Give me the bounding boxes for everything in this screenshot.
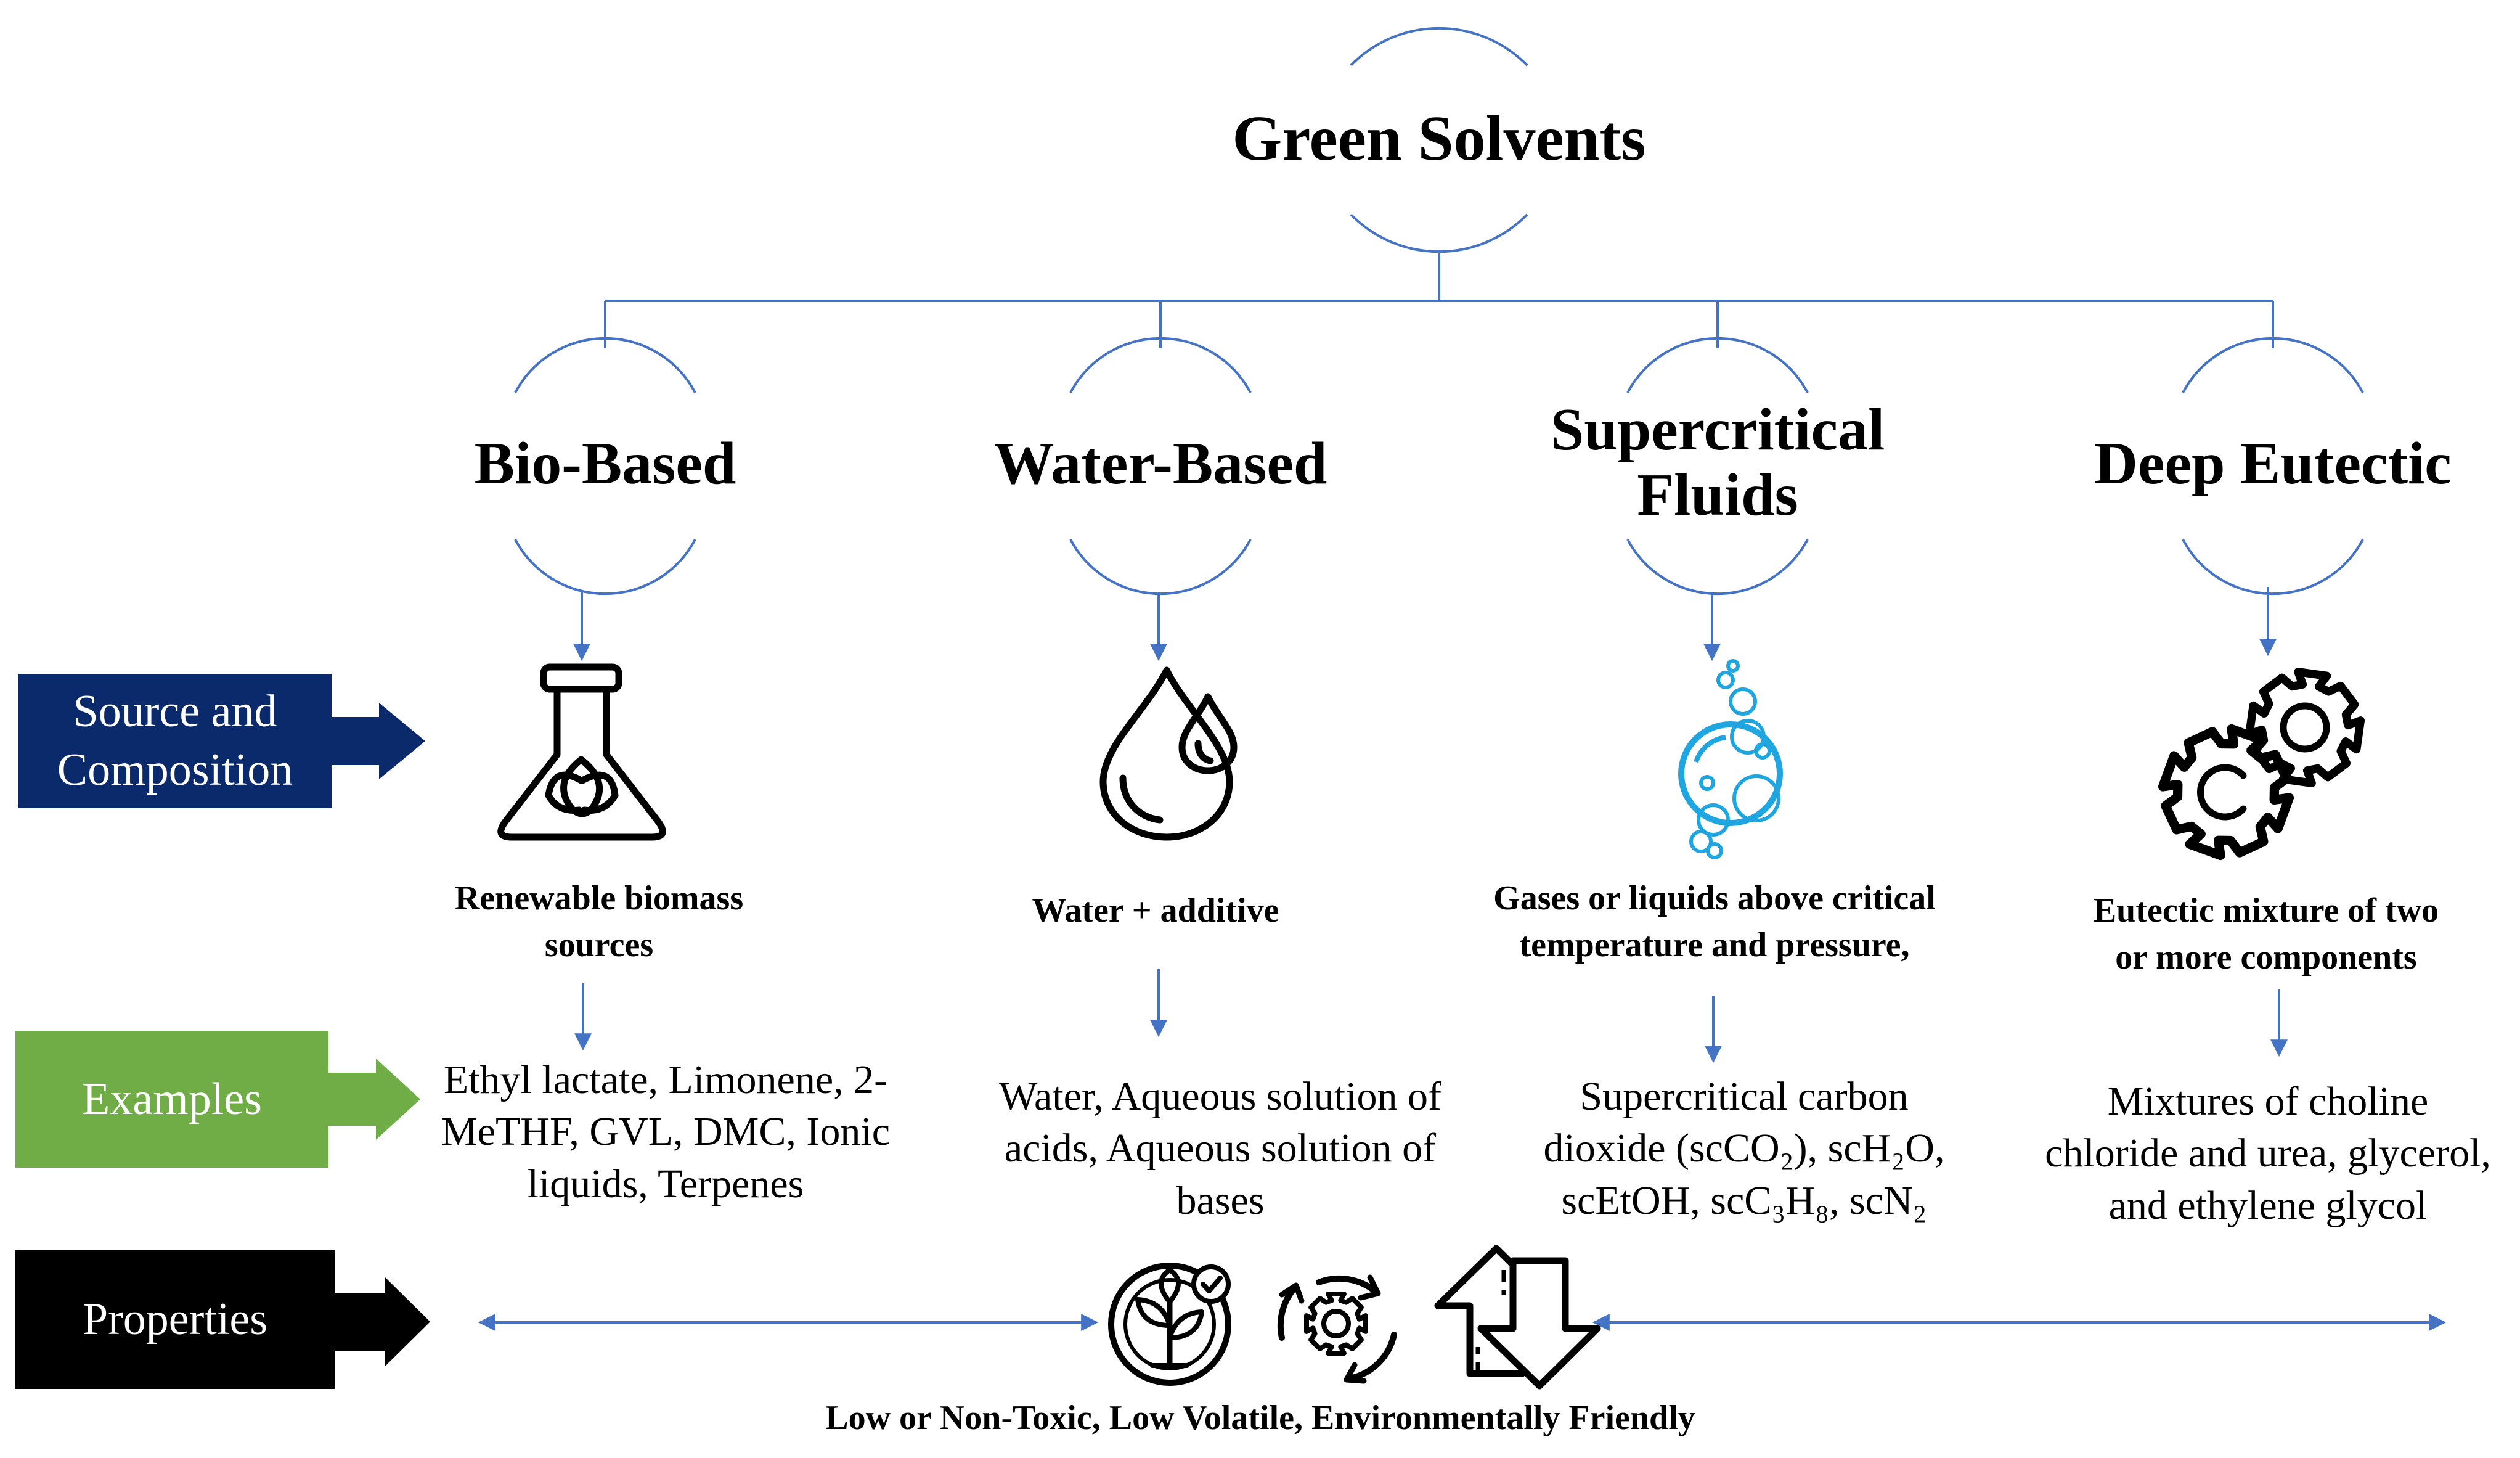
recycle-gear-icon bbox=[1277, 1274, 1397, 1384]
properties-caption: Low or Non-Toxic, Low Volatile, Environm… bbox=[825, 1399, 1695, 1437]
water-arc-top bbox=[1069, 337, 1252, 393]
category-name-supercritical-fluids: Supercritical Fluids bbox=[1502, 396, 1933, 528]
example-line: Ethyl lactate, Limonene, 2- bbox=[443, 1057, 888, 1102]
examples-label: Examples bbox=[15, 1031, 328, 1168]
bio-arc-bottom bbox=[514, 539, 696, 596]
example-line: and ethylene glycol bbox=[2108, 1182, 2428, 1228]
tree-connector bbox=[604, 250, 2274, 348]
category-name-deep-eutectic: Deep Eutectic bbox=[2057, 430, 2489, 497]
source-line: sources bbox=[544, 925, 654, 964]
example-line: chloride and urea, glycerol, bbox=[2045, 1131, 2491, 1176]
category-name-line: Bio-Based bbox=[474, 430, 736, 497]
supercritical-arc-top bbox=[1626, 337, 1809, 393]
category-name-water-based: Water-Based bbox=[945, 430, 1376, 497]
up-down-arrows-icon bbox=[1434, 1245, 1601, 1390]
source-line: or more components bbox=[2115, 938, 2417, 977]
label-line: Examples bbox=[82, 1073, 262, 1124]
properties-label-shape bbox=[15, 1250, 430, 1389]
source-line: Eutectic mixture of two bbox=[2093, 891, 2439, 930]
flask-with-leaves-icon bbox=[497, 663, 666, 841]
source-line: Water + additive bbox=[1032, 891, 1279, 930]
example-line: scEtOH, scC₃H₈, scN₂ bbox=[1561, 1177, 1927, 1223]
label-line: Properties bbox=[82, 1293, 268, 1345]
label-line: Composition bbox=[57, 745, 293, 795]
examples-text-deep-eutectic: Mixtures of choline chloride and urea, g… bbox=[2028, 1076, 2508, 1232]
example-line: acids, Aqueous solution of bbox=[1004, 1126, 1437, 1171]
source-text-supercritical-fluids: Gases or liquids above critical temperat… bbox=[1437, 875, 1992, 969]
down-arrows bbox=[573, 587, 2288, 1063]
source-composition-label: Source and Composition bbox=[18, 674, 332, 808]
source-line: Gases or liquids above critical bbox=[1493, 879, 1936, 917]
eutectic-arc-top bbox=[2182, 337, 2364, 393]
example-line: MeTHF, GVL, DMC, Ionic bbox=[441, 1109, 890, 1155]
properties-label: Properties bbox=[15, 1250, 335, 1389]
diagram-title: Green Solvents bbox=[1232, 103, 1646, 174]
example-line: bases bbox=[1176, 1177, 1265, 1223]
bubbles-icon bbox=[1678, 659, 1783, 859]
supercritical-arc-bottom bbox=[1626, 539, 1809, 596]
source-line: Renewable biomass bbox=[454, 879, 744, 917]
title-arc-top bbox=[1350, 27, 1528, 67]
title-arc-bottom bbox=[1350, 213, 1528, 253]
example-line: Water, Aqueous solution of bbox=[999, 1074, 1441, 1119]
label-line: Source and bbox=[73, 686, 277, 737]
source-text-deep-eutectic: Eutectic mixture of two or more componen… bbox=[2020, 888, 2513, 981]
source-label-shape bbox=[18, 674, 425, 808]
examples-text-bio-based: Ethyl lactate, Limonene, 2- MeTHF, GVL, … bbox=[407, 1054, 924, 1210]
category-arcs bbox=[514, 337, 2364, 596]
category-name-line: Fluids bbox=[1637, 461, 1798, 528]
source-text-bio-based: Renewable biomass sources bbox=[383, 875, 815, 969]
water-arc-bottom bbox=[1069, 539, 1252, 596]
example-line: Mixtures of choline bbox=[2107, 1079, 2429, 1124]
category-name-line: Deep Eutectic bbox=[2094, 430, 2452, 497]
source-line: temperature and pressure, bbox=[1519, 925, 1910, 964]
category-name-line: Water-Based bbox=[993, 430, 1327, 497]
examples-text-water-based: Water, Aqueous solution of acids, Aqueou… bbox=[961, 1071, 1479, 1227]
source-text-water-based: Water + additive bbox=[940, 888, 1371, 935]
examples-text-supercritical-fluids: Supercritical carbon dioxide (scCO₂), sc… bbox=[1479, 1071, 2009, 1227]
example-line: liquids, Terpenes bbox=[527, 1161, 804, 1206]
gears-icon bbox=[2158, 668, 2365, 861]
bio-arc-top bbox=[514, 337, 696, 393]
water-drops-icon bbox=[1099, 666, 1238, 841]
category-name-bio-based: Bio-Based bbox=[389, 430, 821, 497]
eco-plant-check-icon bbox=[1108, 1263, 1231, 1386]
eutectic-arc-bottom bbox=[2182, 539, 2364, 596]
example-line: Supercritical carbon bbox=[1580, 1074, 1909, 1119]
example-line: dioxide (scCO₂), scH₂O, bbox=[1543, 1126, 1945, 1171]
examples-label-shape bbox=[15, 1031, 420, 1168]
category-name-line: Supercritical bbox=[1550, 396, 1885, 463]
